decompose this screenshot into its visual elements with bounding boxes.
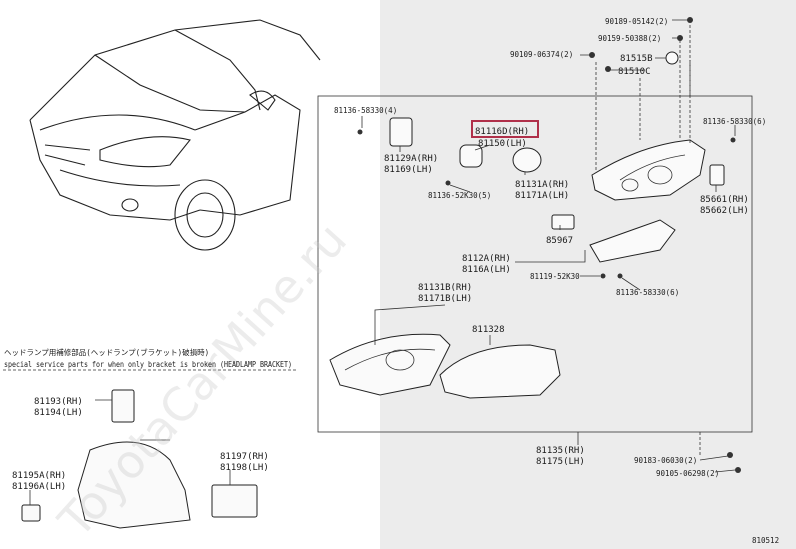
label-81150: 81150(LH): [478, 139, 527, 149]
headlamp-housing-upper: [591, 139, 706, 201]
label-81175: 81175(LH): [536, 457, 585, 467]
label-81195a: 81195A(RH): [12, 471, 66, 481]
note-japanese: ヘッドランプ用補修部品(ヘッドランプ(ブラケット)破損時): [4, 347, 209, 357]
label-81136-c: 81136-58330(6): [703, 117, 766, 126]
label-81194: 81194(LH): [34, 408, 83, 418]
label-81129a: 81129A(RH): [384, 154, 438, 164]
label-81510c: 81510C: [618, 67, 651, 77]
bracket-strip: [589, 219, 676, 263]
bracket-81195a: [21, 504, 41, 522]
label-90183: 90183-06030(2): [634, 456, 697, 465]
car-illustration: [29, 19, 321, 251]
screw-81119: [600, 273, 606, 279]
label-81193: 81193(RH): [34, 397, 83, 407]
bolt-90109: [589, 52, 595, 58]
label-81169: 81169(LH): [384, 165, 433, 175]
bolt-81510c: [605, 66, 611, 72]
screw-81136-a: [357, 129, 363, 135]
screw-81136-d: [617, 273, 623, 279]
label-811328: 811328: [472, 325, 505, 335]
label-81135: 81135(RH): [536, 446, 585, 456]
label-8116a: 8116A(LH): [462, 265, 511, 275]
label-85662: 85662(LH): [700, 206, 749, 216]
bracket-81193: [111, 389, 135, 423]
gasket: [439, 344, 561, 399]
watermark: ToyotaCarMine.ru: [47, 213, 357, 549]
label-81136-d: 81136-58330(6): [616, 288, 679, 297]
label-81131b: 81131B(RH): [418, 283, 472, 293]
label-81119: 81119-52K30: [530, 272, 580, 281]
highlight-box: [471, 120, 539, 138]
bracket-81197: [211, 484, 258, 518]
label-81171a: 81171A(LH): [515, 191, 569, 201]
label-81171b: 81171B(LH): [418, 294, 472, 304]
note-english: special service parts for when only brac…: [4, 360, 292, 369]
label-85967: 85967: [546, 236, 573, 246]
part-85967: [551, 214, 575, 230]
label-90189: 90189-05142(2): [605, 17, 668, 26]
label-81136-a: 81136-58330(4): [334, 106, 397, 115]
shaded-panel: [380, 0, 796, 549]
headlamp-lens-lower: [329, 333, 451, 396]
label-90159: 90159-50388(2): [598, 34, 661, 43]
label-81196a: 81196A(LH): [12, 482, 66, 492]
label-81131a: 81131A(RH): [515, 180, 569, 190]
label-81116d: 81116D(RH): [475, 127, 529, 137]
label-81197: 81197(RH): [220, 452, 269, 462]
label-81198: 81198(LH): [220, 463, 269, 473]
label-81136-b: 81136-52K30(5): [428, 191, 491, 200]
label-81515b: 81515B: [620, 54, 653, 64]
bolt-90105: [735, 467, 741, 473]
screw-81136-b: [445, 180, 451, 186]
label-8112a: 8112A(RH): [462, 254, 511, 264]
assembly-box: [317, 95, 753, 433]
bracket-81129a: [389, 117, 413, 147]
socket-81131a: [512, 147, 542, 173]
drawing-number: 810512: [752, 536, 779, 545]
bulb-81150: [459, 144, 483, 168]
screw-81136-c: [730, 137, 736, 143]
part-81515b: [665, 51, 679, 65]
part-85661: [709, 164, 725, 186]
label-90105: 90105-06298(2): [656, 469, 719, 478]
label-90109: 90109-06374(2): [510, 50, 573, 59]
housing-lower: [77, 441, 191, 529]
bolt-90183: [727, 452, 733, 458]
label-85661: 85661(RH): [700, 195, 749, 205]
